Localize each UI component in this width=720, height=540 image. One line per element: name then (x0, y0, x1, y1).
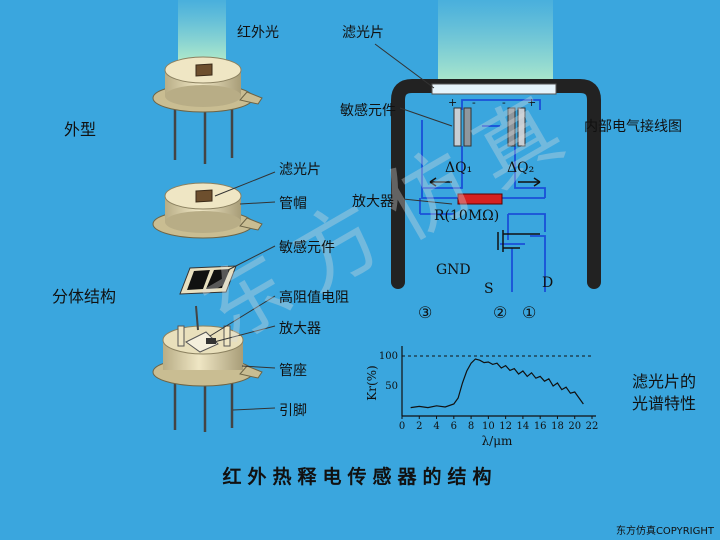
x-tick-label: 10 (482, 421, 495, 432)
x-tick-label: 22 (586, 421, 599, 432)
label-pins: 引脚 (279, 403, 307, 419)
fet-transistor (497, 230, 540, 252)
label-drain: D (542, 275, 554, 291)
right-leader-lines (374, 43, 453, 205)
filter-window (431, 83, 557, 95)
x-tick-label: 18 (551, 421, 564, 432)
copyright: 东方仿真COPYRIGHT (615, 526, 714, 537)
sensor-base (152, 305, 263, 432)
label-pin-2: ② (493, 303, 508, 322)
label-pin-3: ③ (418, 303, 433, 322)
y-tick-label: 100 (379, 351, 398, 362)
label-sensor-right: 敏感元件 (340, 103, 396, 119)
x-tick-label: 14 (517, 421, 530, 432)
left-leader-lines (209, 171, 276, 411)
x-tick-label: 20 (568, 421, 581, 432)
svg-text:-: - (472, 96, 476, 109)
label-split-structure: 分体结构 (52, 287, 117, 306)
x-tick-label: 0 (399, 421, 405, 432)
sensor-appearance (152, 56, 263, 164)
resistor (457, 193, 503, 205)
spectrum-series-line (410, 358, 584, 409)
internal-wiring (419, 99, 546, 292)
sensitive-element-chip (179, 265, 237, 295)
label-filter-left: 滤光片 (279, 162, 321, 178)
slide-title: 红外热释电传感器的结构 (222, 466, 498, 488)
label-spectrum-line2: 光谱特性 (632, 394, 697, 413)
label-cap: 管帽 (279, 196, 307, 212)
x-tick-label: 4 (433, 421, 439, 432)
ir-beam-left (178, 0, 226, 62)
label-spectrum-line1: 滤光片的 (632, 372, 697, 391)
sensitive-elements-internal: + - - + (429, 96, 541, 187)
label-base: 管座 (279, 363, 307, 379)
x-tick-label: 12 (499, 421, 512, 432)
label-sensor-left: 敏感元件 (279, 240, 335, 256)
x-tick-label: 16 (534, 421, 547, 432)
label-resistor-value: R(10MΩ) (434, 208, 500, 224)
label-internal-wiring: 内部电气接线图 (584, 119, 682, 135)
label-amplifier-left: 放大器 (279, 321, 321, 337)
svg-text:+: + (527, 96, 536, 109)
label-source: S (484, 281, 494, 297)
label-amplifier-right: 放大器 (352, 194, 394, 210)
label-gnd: GND (436, 262, 471, 278)
label-ir-light: 红外光 (237, 25, 279, 41)
label-pin-1: ① (522, 303, 537, 322)
sensor-cap (152, 182, 263, 239)
svg-text:-: - (502, 96, 506, 109)
svg-text:+: + (448, 96, 457, 109)
ir-beam-right (438, 0, 553, 86)
y-tick-label: 50 (385, 381, 398, 392)
label-high-resistance: 高阻值电阻 (279, 290, 349, 306)
y-axis-label: Kr(%) (365, 365, 379, 400)
label-filter-right: 滤光片 (342, 25, 384, 41)
label-dq2: ΔQ₂ (507, 160, 535, 176)
x-tick-label: 8 (468, 421, 474, 432)
x-tick-label: 6 (451, 421, 457, 432)
label-appearance: 外型 (64, 120, 97, 139)
x-axis-label: λ/μm (482, 434, 513, 448)
x-tick-label: 2 (416, 421, 422, 432)
label-dq1: ΔQ₁ (445, 160, 473, 176)
